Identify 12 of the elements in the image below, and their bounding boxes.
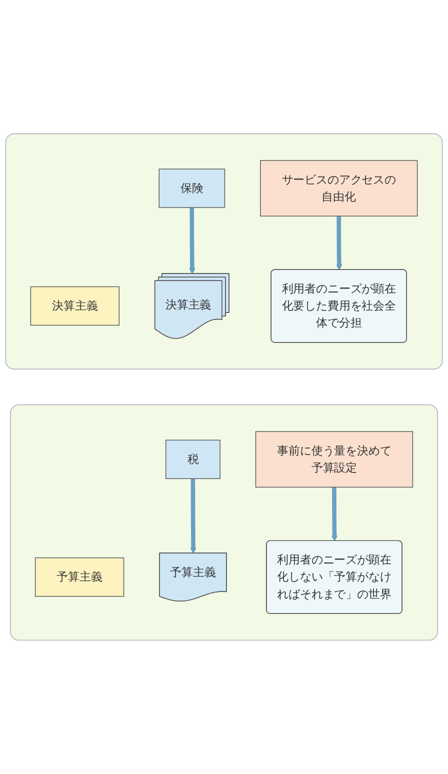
- node-box: 事前に使う量を決めて予算設定: [255, 431, 414, 488]
- node-box: 決算主義: [30, 286, 120, 326]
- cluster: [10, 404, 438, 641]
- node-box: 予算主義: [34, 558, 124, 597]
- node-box: 税: [166, 440, 220, 480]
- cluster: [5, 133, 443, 370]
- arrow: [189, 208, 196, 274]
- node-box: 保険: [158, 168, 226, 208]
- arrow: [331, 487, 338, 542]
- arrow: [190, 478, 196, 554]
- arrow: [336, 216, 342, 270]
- node-box: サービスのアクセスの自由化: [260, 160, 418, 216]
